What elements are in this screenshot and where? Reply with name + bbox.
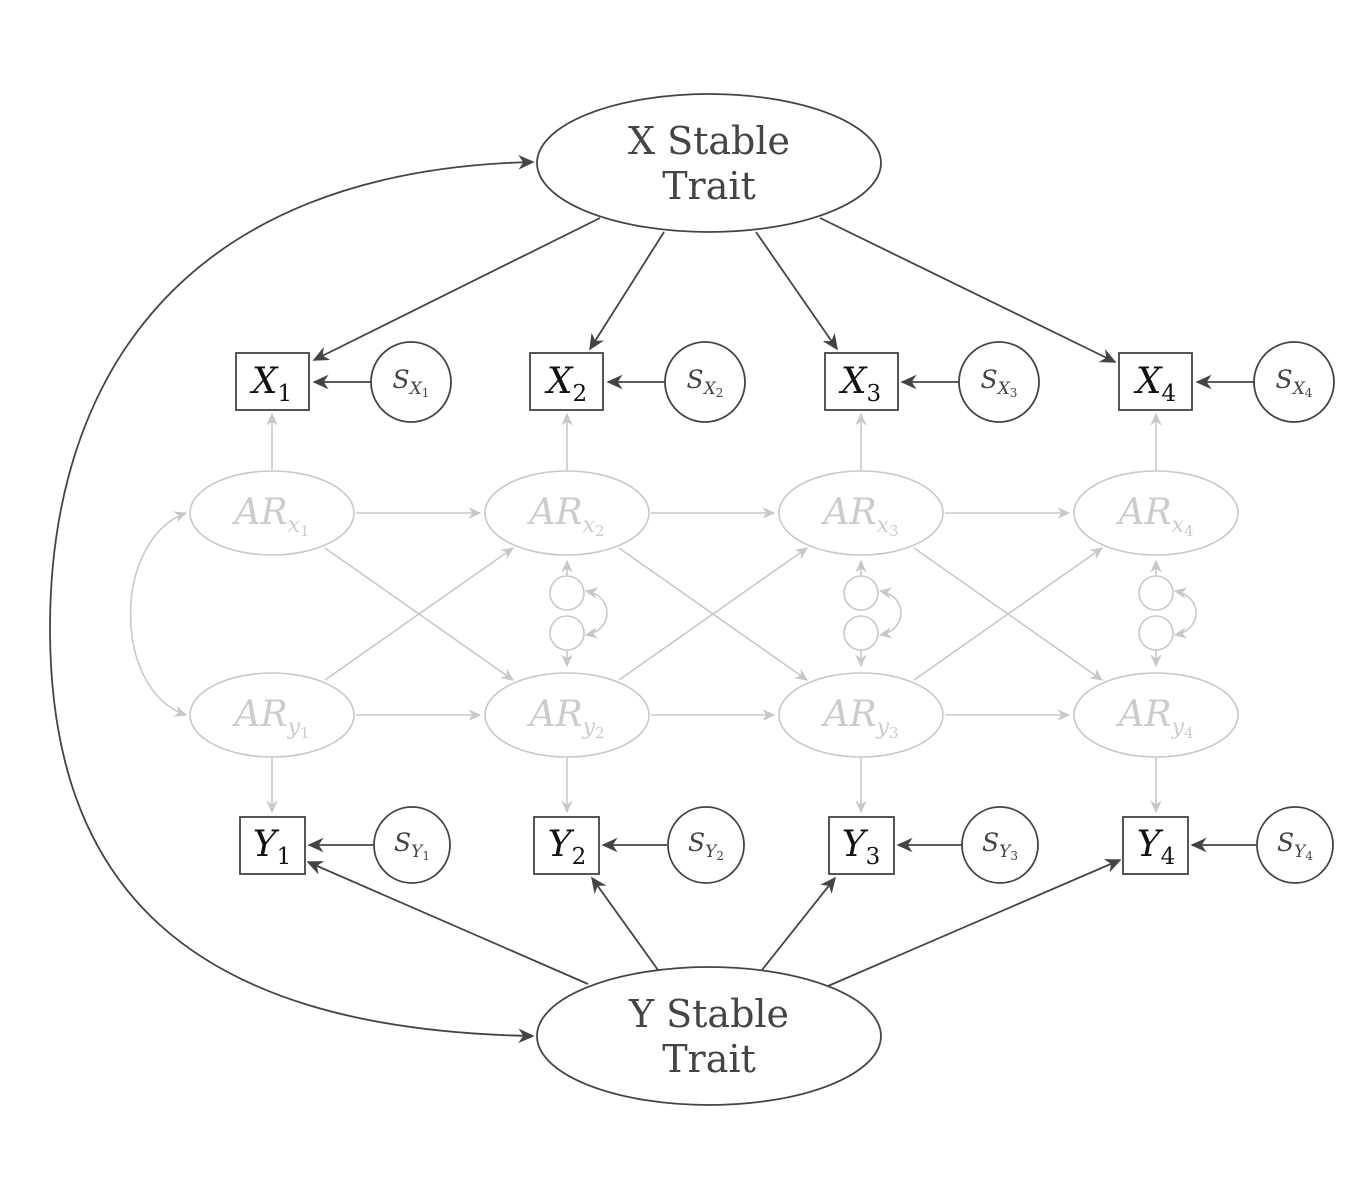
y-stable-trait-node: Y Stable Trait (536, 966, 882, 1106)
covariance-arx1-ary1 (129, 511, 188, 717)
error-sx3: SX3 (958, 341, 1040, 423)
arrow-ytrait-to-y4 (827, 859, 1122, 987)
residual-circle-x2 (549, 575, 585, 611)
residual-covariance-4 (1173, 587, 1197, 639)
svg-text:ARy4: ARy4 (1115, 694, 1193, 742)
ar-node-y4: ARy4 (1073, 672, 1239, 758)
ar-node-x3: ARx3 (778, 470, 944, 556)
svg-text:X1: X1 (249, 361, 292, 407)
svg-text:SY4: SY4 (1277, 828, 1313, 863)
svg-text:ARx1: ARx1 (231, 492, 309, 540)
svg-text:Y3: Y3 (842, 824, 880, 870)
error-sx2: SX2 (664, 341, 746, 423)
arrow-xtrait-to-x2 (589, 231, 665, 351)
svg-text:SX4: SX4 (1276, 365, 1313, 400)
covariance-x-trait-y-trait (49, 155, 535, 1044)
svg-text:SX2: SX2 (687, 365, 724, 400)
residual-circle-y3 (843, 615, 879, 651)
svg-text:SY3: SY3 (982, 828, 1018, 863)
residual-circle-x3 (843, 575, 879, 611)
arrow-ytrait-to-y1 (306, 861, 589, 985)
x-stable-trait-node: X Stable Trait (536, 93, 882, 233)
arrow-ary3-to-arx4 (913, 547, 1104, 681)
svg-text:SX1: SX1 (393, 365, 430, 400)
residual-circle-y2 (549, 615, 585, 651)
residual-pair-4 (1138, 559, 1197, 668)
arrow-ytrait-to-y2 (591, 876, 659, 971)
svg-text:Y1: Y1 (253, 824, 291, 870)
arrow-xtrait-to-x1 (312, 217, 601, 361)
autoregressive-layer: ARx1 ARx2 ARx3 ARx4 ARy1 ARy2 ARy3 (129, 412, 1239, 814)
residual-covariance-3 (878, 587, 902, 639)
ar-node-y1: ARy1 (189, 672, 355, 758)
ar-label: AR (526, 492, 582, 533)
svg-text:Y4: Y4 (1137, 824, 1175, 870)
arrow-xtrait-to-x3 (755, 231, 838, 351)
observed-x3: X3 (824, 352, 899, 411)
x-trait-line1: X Stable (628, 119, 790, 163)
y-trait-line2: Trait (662, 1037, 756, 1081)
error-sx1: SX1 (370, 341, 452, 423)
svg-text:ARy3: ARy3 (820, 694, 898, 742)
arrow-ytrait-to-y3 (761, 876, 837, 971)
svg-text:ARy1: ARy1 (231, 694, 309, 742)
svg-text:X4: X4 (1133, 361, 1176, 407)
ar-node-y3: ARy3 (778, 672, 944, 758)
arrow-ary1-to-arx2 (324, 547, 515, 681)
observed-y1: Y1 (239, 816, 306, 875)
residual-pair-3 (843, 559, 902, 668)
observed-y4: Y4 (1122, 816, 1189, 875)
ar-label: AR (1115, 694, 1171, 735)
stable-trait-layer: X Stable Trait Y Stable Trait X1 X2 X3 X… (49, 93, 1335, 1106)
ar-label: AR (231, 492, 287, 533)
svg-text:SY2: SY2 (688, 828, 724, 863)
svg-text:ARx3: ARx3 (820, 492, 898, 540)
svg-text:ARy2: ARy2 (526, 694, 604, 742)
svg-text:SX3: SX3 (981, 365, 1018, 400)
svg-text:ARx2: ARx2 (526, 492, 604, 540)
svg-text:ARx4: ARx4 (1115, 492, 1193, 540)
ar-label: AR (820, 492, 876, 533)
error-sy1: SY1 (373, 806, 451, 884)
error-sy2: SY2 (667, 806, 745, 884)
svg-text:SY1: SY1 (394, 828, 430, 863)
arrow-xtrait-to-x4 (819, 217, 1117, 363)
svg-text:Y2: Y2 (548, 824, 586, 870)
observed-x4: X4 (1118, 352, 1193, 411)
observed-x2: X2 (529, 352, 604, 411)
ar-label: AR (526, 694, 582, 735)
error-sy4: SY4 (1256, 806, 1334, 884)
error-sx4: SX4 (1253, 341, 1335, 423)
ar-label: AR (1115, 492, 1171, 533)
x-trait-line2: Trait (662, 164, 756, 208)
ar-node-y2: ARy2 (484, 672, 650, 758)
residual-covariance-2 (584, 587, 608, 639)
ar-node-x1: ARx1 (189, 470, 355, 556)
ar-label: AR (231, 694, 287, 735)
residual-circle-y4 (1138, 615, 1174, 651)
observed-x1: X1 (235, 352, 310, 411)
residual-pair-2 (549, 559, 608, 668)
observed-y3: Y3 (828, 816, 895, 875)
error-sy3: SY3 (961, 806, 1039, 884)
residual-circle-x4 (1138, 575, 1174, 611)
ar-node-x4: ARx4 (1073, 470, 1239, 556)
ar-node-x2: ARx2 (484, 470, 650, 556)
ar-label: AR (820, 694, 876, 735)
observed-y2: Y2 (533, 816, 600, 875)
svg-text:X2: X2 (544, 361, 587, 407)
y-trait-line1: Y Stable (628, 992, 789, 1036)
svg-text:X3: X3 (838, 361, 881, 407)
arrow-ary2-to-arx3 (618, 547, 809, 681)
